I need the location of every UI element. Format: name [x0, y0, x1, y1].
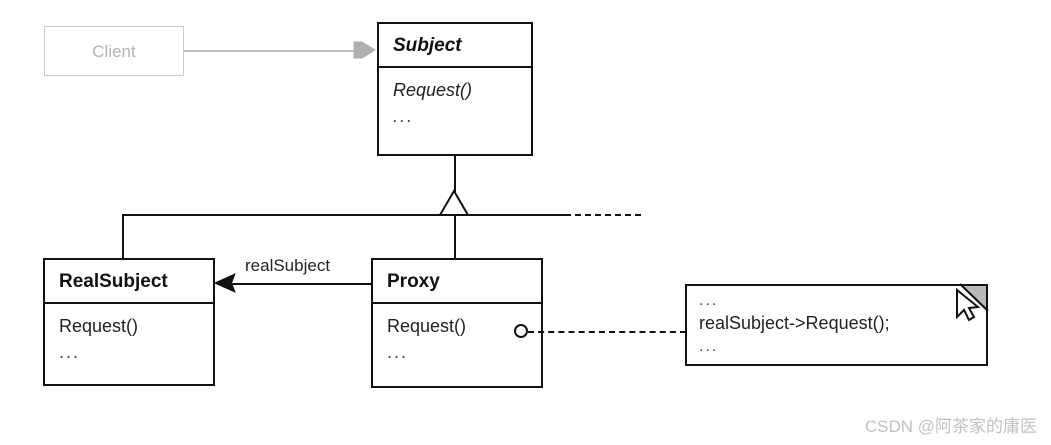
- edge-proxy-to-realsubject: [222, 283, 372, 285]
- edge-client-to-subject: [184, 50, 369, 52]
- note-content: ... realSubject->Request(); ...: [699, 290, 980, 357]
- note-body: [685, 284, 988, 366]
- edge-generalization-branch: [122, 214, 565, 216]
- note-line-3: ...: [699, 338, 719, 355]
- class-member-realsubject-request: Request(): [59, 316, 139, 336]
- edge-generalization-branch-dashed: [565, 214, 641, 216]
- class-box-proxy[interactable]: Proxy Request() ...: [371, 258, 543, 388]
- class-member-proxy-ellipsis: ...: [387, 342, 409, 362]
- generalization-triangle-icon: [438, 189, 470, 216]
- class-title-subject: Subject: [379, 24, 531, 68]
- class-title-proxy: Proxy: [373, 260, 541, 304]
- class-title-realsubject: RealSubject: [45, 260, 213, 304]
- edge-label-realsubject: realSubject: [245, 256, 331, 275]
- class-member-subject-ellipsis: ...: [393, 106, 415, 126]
- class-member-proxy-request: Request(): [387, 316, 467, 336]
- edge-proxy-request-to-note: [528, 331, 686, 333]
- class-box-client[interactable]: Client: [44, 26, 184, 76]
- class-box-subject[interactable]: Subject Request() ...: [377, 22, 533, 156]
- note-line-2: realSubject->Request();: [699, 313, 890, 333]
- edge-branch-to-realsubject: [122, 214, 124, 259]
- class-members-subject: Request() ...: [379, 68, 531, 129]
- class-members-proxy: Request() ...: [373, 304, 541, 365]
- note-line-1: ...: [699, 292, 719, 309]
- edge-generalization-stem: [454, 156, 456, 192]
- edge-branch-to-proxy: [454, 214, 456, 259]
- class-title-client: Client: [92, 42, 136, 61]
- note-box[interactable]: ... realSubject->Request(); ...: [685, 284, 988, 366]
- class-member-realsubject-ellipsis: ...: [59, 342, 81, 362]
- class-box-realsubject[interactable]: RealSubject Request() ...: [43, 258, 215, 386]
- csdn-watermark: CSDN @阿茶家的庸医: [864, 417, 1037, 436]
- class-member-subject-request: Request(): [393, 80, 473, 100]
- class-members-realsubject: Request() ...: [45, 304, 213, 365]
